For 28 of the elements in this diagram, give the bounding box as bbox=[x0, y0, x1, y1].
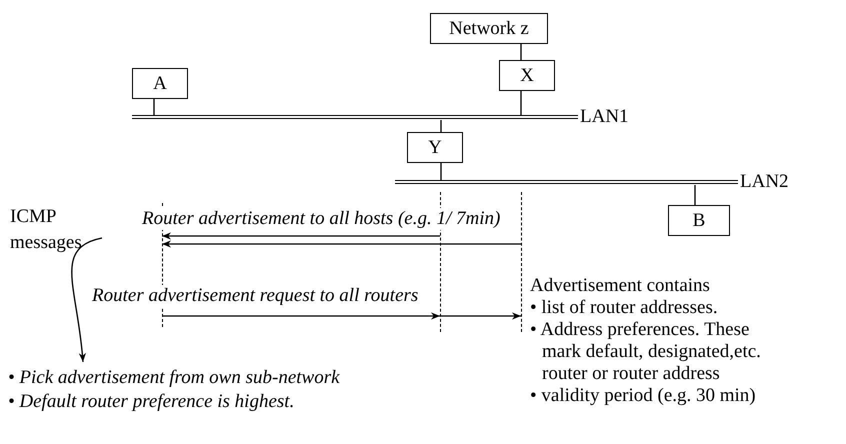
note-text: • Address preferences. These mark default, designated,etc. router or router address bbox=[530, 319, 762, 386]
link-line bbox=[440, 120, 442, 132]
note-text: • Pick advertisement from own sub-network bbox=[8, 366, 341, 390]
arrow bbox=[162, 240, 521, 248]
arrow bbox=[71, 237, 102, 362]
arrow bbox=[162, 232, 440, 240]
note-text: • Default router preference is highest. bbox=[8, 390, 296, 414]
link-line bbox=[520, 44, 522, 60]
link-line bbox=[520, 91, 522, 115]
category-label: ICMP messages bbox=[10, 204, 102, 256]
router-box: X bbox=[499, 60, 555, 91]
arrow bbox=[440, 312, 521, 320]
router-box: Y bbox=[407, 132, 463, 163]
note-text: Advertisement contains bbox=[530, 275, 710, 297]
note-text: • validity period (e.g. 30 min) bbox=[530, 385, 756, 407]
network-label: LAN1 bbox=[580, 106, 629, 128]
arrow bbox=[162, 312, 440, 320]
host-box: A bbox=[132, 68, 188, 99]
network-label: LAN2 bbox=[740, 171, 789, 193]
edge-label: Router advertisement request to all routers bbox=[92, 285, 418, 307]
link-line bbox=[153, 99, 155, 115]
note-text: • list of router addresses. bbox=[530, 297, 718, 319]
link-line bbox=[440, 163, 442, 180]
lifeline bbox=[521, 192, 523, 332]
host-box: B bbox=[668, 205, 730, 236]
edge-label: Router advertisement to all hosts (e.g. 1/ 7min) bbox=[142, 208, 500, 230]
network-box: Network z bbox=[430, 13, 548, 44]
link-line bbox=[694, 185, 696, 205]
